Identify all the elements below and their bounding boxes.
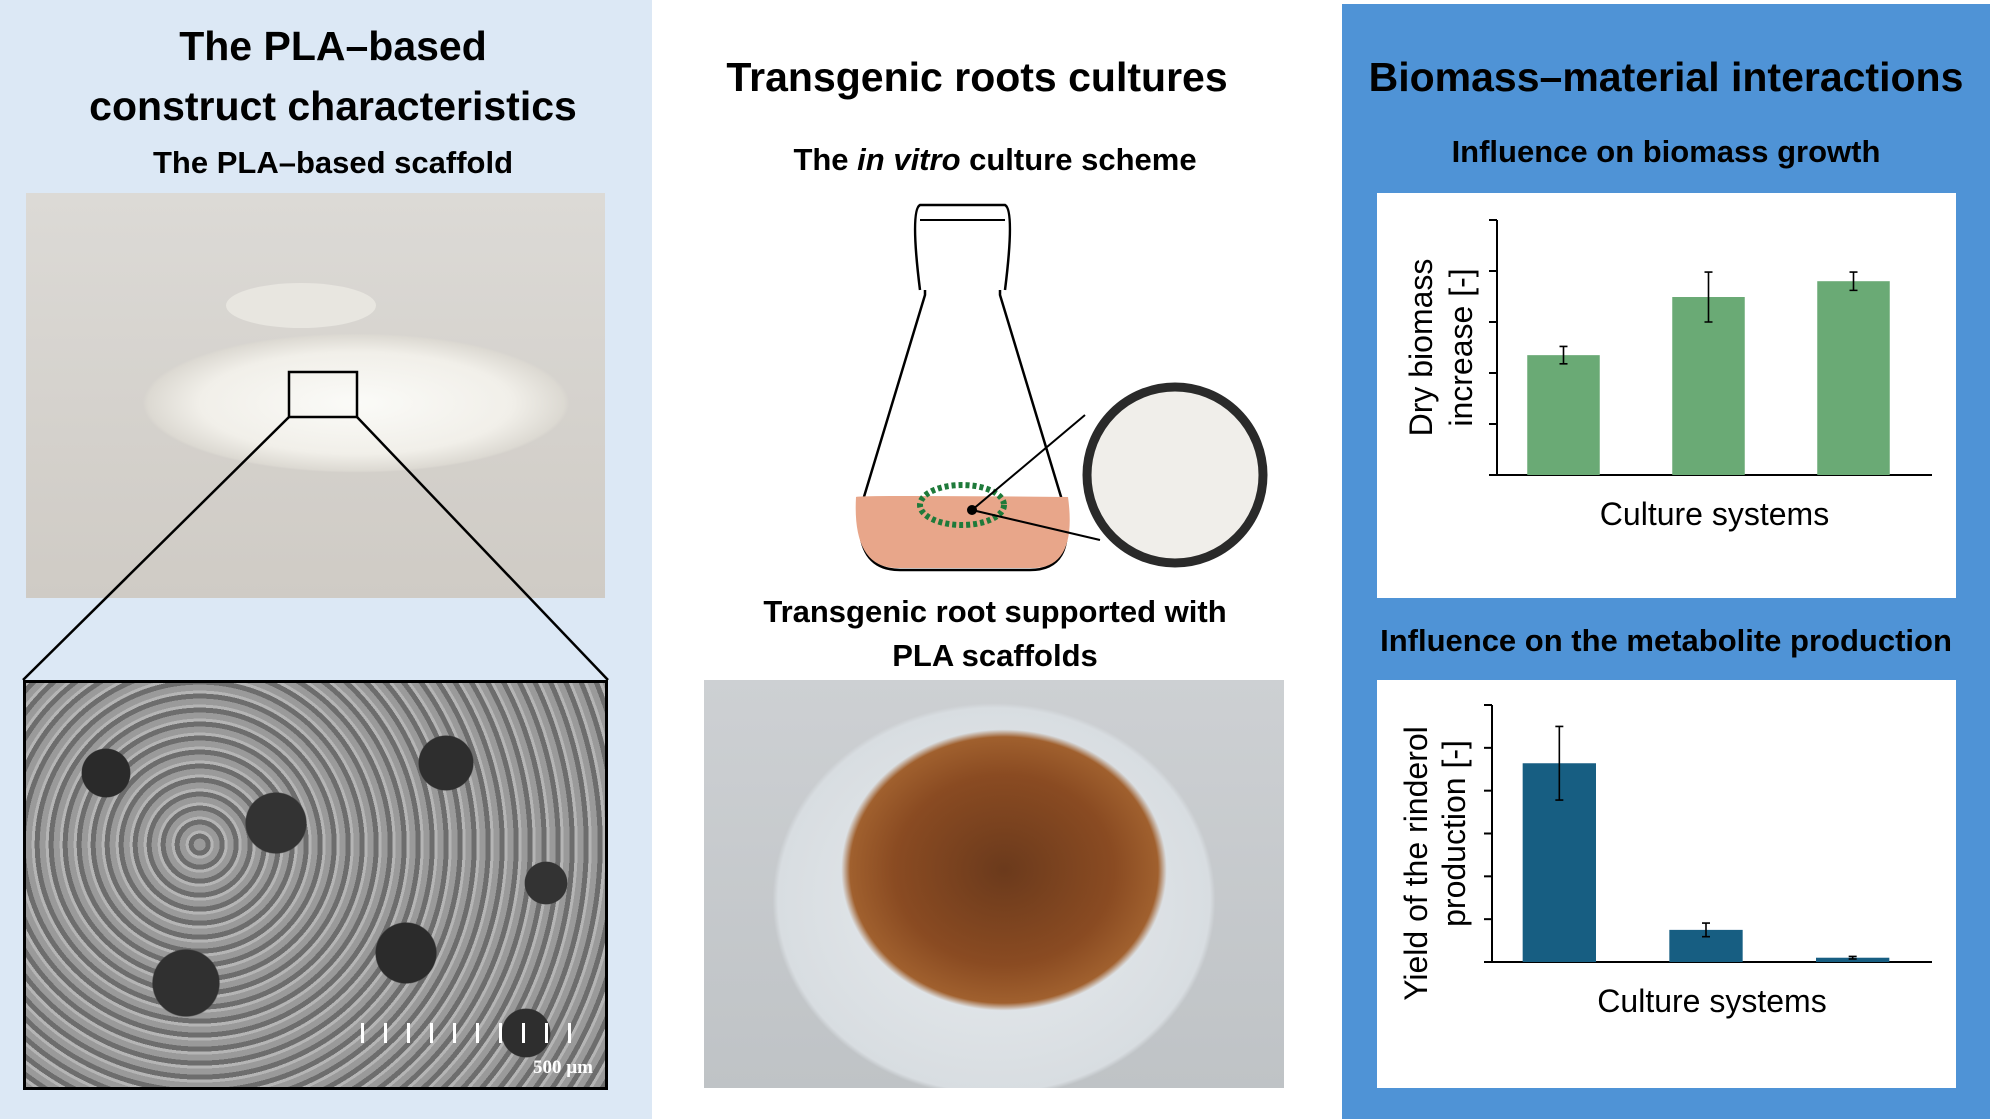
- scale-bar: [361, 1023, 591, 1043]
- error-bar: [1849, 271, 1858, 292]
- photo-title-line2: PLA scaffolds: [892, 638, 1098, 673]
- flask-scheme: [855, 203, 1268, 572]
- culture-medium: [855, 496, 1070, 569]
- error-bar: [1848, 955, 1857, 960]
- chart2-title: Influence on the metabolite production: [1380, 623, 1952, 658]
- roots-icon: [917, 482, 1007, 528]
- scheme-pre: The: [793, 142, 858, 177]
- error-bar: [1555, 725, 1564, 801]
- zoom-box: [287, 370, 359, 419]
- left-title: The PLA–based construct characteristics: [0, 16, 666, 136]
- y-axis-label-line1: Yield of the rinderol: [1398, 726, 1434, 1001]
- scaffold-photo: [26, 193, 605, 598]
- left-title-line1: The PLA–based: [179, 23, 487, 69]
- x-axis-label: Culture systems: [1597, 983, 1826, 1019]
- bar: [1527, 355, 1600, 475]
- middle-title: Transgenic roots cultures: [726, 54, 1228, 100]
- zoom-line-right: [356, 416, 609, 681]
- scale-label: 500 µm: [532, 1057, 593, 1078]
- left-title-line2: construct characteristics: [89, 83, 577, 129]
- scaffold-center: [226, 283, 376, 328]
- scheme-subtitle: The in vitro culture scheme: [700, 138, 1290, 182]
- zoom-line-left: [22, 416, 290, 681]
- root-culture-photo: [704, 680, 1284, 1088]
- zoom-lines: [22, 370, 609, 681]
- sem-micrograph: 500 µm: [23, 680, 608, 1090]
- right-title: Biomass–material interactions: [1368, 54, 1964, 100]
- chart1-title: Influence on biomass growth: [1451, 134, 1881, 169]
- bar: [1672, 297, 1745, 475]
- scheme-italic: in vitro: [857, 142, 961, 177]
- x-axis-label: Culture systems: [1600, 496, 1829, 532]
- error-bar: [1704, 271, 1713, 323]
- photo-title-line1: Transgenic root supported with: [763, 594, 1227, 629]
- scheme-post: culture scheme: [960, 142, 1197, 177]
- y-axis-label-line1: Dry biomass: [1403, 259, 1439, 437]
- magnified-scaffold: [1082, 382, 1268, 568]
- scaffold-subtitle: The PLA–based scaffold: [152, 145, 514, 180]
- flask-neck: [913, 203, 1012, 291]
- bar: [1817, 281, 1890, 475]
- bar: [1816, 957, 1890, 962]
- error-bar: [1702, 922, 1710, 938]
- y-axis-label-line2: increase [-]: [1443, 268, 1479, 426]
- y-axis-label-line2: production [-]: [1436, 740, 1472, 927]
- photo-title: Transgenic root supported with PLA scaff…: [700, 590, 1290, 678]
- error-bar: [1559, 345, 1568, 365]
